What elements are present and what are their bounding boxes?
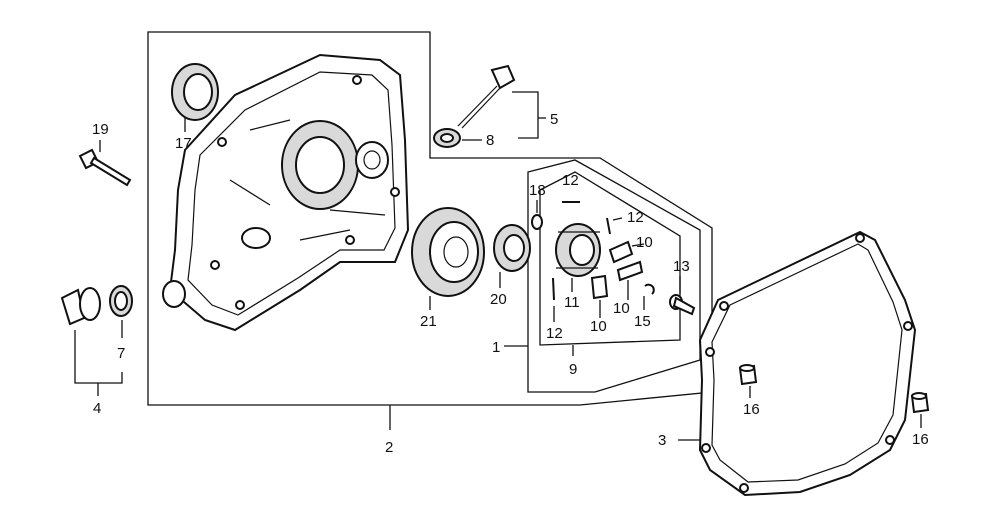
callout-16-a: 16 xyxy=(743,401,760,418)
gear-11 xyxy=(555,223,601,277)
bearing-21 xyxy=(411,207,485,297)
drain-plug xyxy=(60,287,101,326)
assembly-bracket-2 xyxy=(147,31,713,406)
callout-7: 7 xyxy=(117,345,125,362)
callout-4: 4 xyxy=(93,400,101,417)
callout-12-c: 12 xyxy=(546,325,563,342)
callout-5: 5 xyxy=(550,111,558,128)
dowel-pin-16-b xyxy=(910,392,930,414)
callout-2: 2 xyxy=(385,439,393,456)
dowel-pin-16-a xyxy=(738,364,758,386)
callout-12-a: 12 xyxy=(562,172,579,189)
callout-20: 20 xyxy=(490,291,507,308)
pin-12-mid xyxy=(606,217,611,235)
assembly-bracket-1 xyxy=(527,159,701,393)
callout-16-b: 16 xyxy=(912,431,929,448)
callout-13: 13 xyxy=(673,258,690,275)
shaft-13 xyxy=(669,294,696,316)
callout-21: 21 xyxy=(420,313,437,330)
callout-15: 15 xyxy=(634,313,651,330)
clip-15 xyxy=(644,283,655,295)
dipstick-5 xyxy=(457,64,516,129)
callout-11: 11 xyxy=(564,294,580,311)
bearing-20 xyxy=(493,224,531,272)
governor-arm-10 xyxy=(590,240,644,300)
oil-seal-17 xyxy=(171,63,219,121)
callout-19: 19 xyxy=(92,121,109,138)
callout-3: 3 xyxy=(658,432,666,449)
pin-12-low xyxy=(552,277,555,301)
washer-7 xyxy=(109,285,133,317)
bolt-19 xyxy=(78,148,132,187)
callout-10-b: 10 xyxy=(590,318,607,335)
o-ring-8 xyxy=(433,128,461,148)
callout-1: 1 xyxy=(492,339,500,356)
callout-8: 8 xyxy=(486,132,494,149)
washer-18 xyxy=(531,214,543,230)
callout-18: 18 xyxy=(529,182,546,199)
gasket-3 xyxy=(698,230,917,497)
callout-10-a: 10 xyxy=(636,234,653,251)
crankcase-cover xyxy=(162,53,410,332)
callout-17: 17 xyxy=(175,135,192,152)
callout-9: 9 xyxy=(569,361,577,378)
callout-10-c: 10 xyxy=(613,300,630,317)
callout-12-b: 12 xyxy=(627,209,644,226)
